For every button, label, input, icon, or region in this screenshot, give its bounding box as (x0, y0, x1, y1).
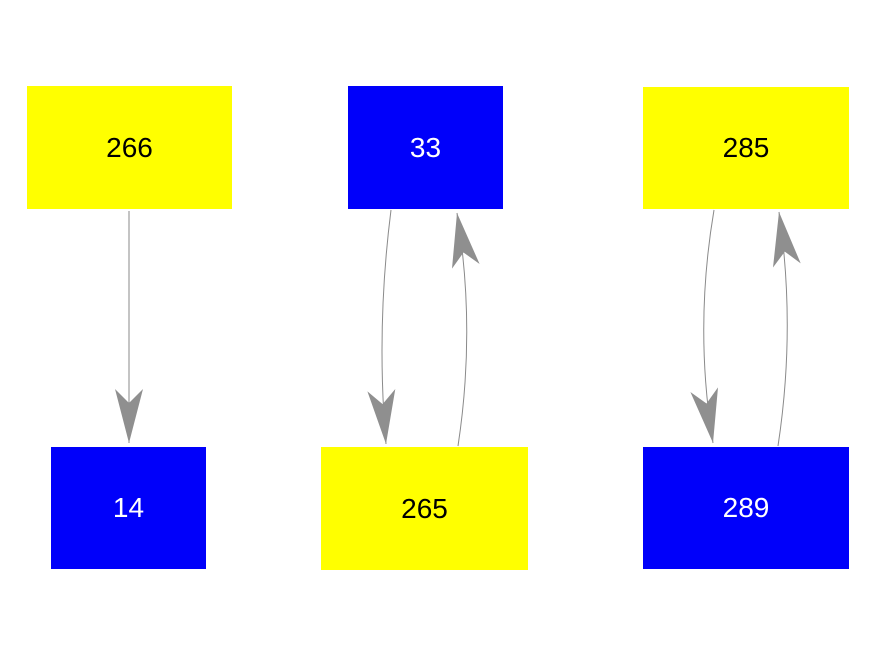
node-14: 14 (51, 447, 206, 569)
arrowhead-266-14 (115, 389, 143, 443)
node-label-265: 265 (401, 492, 448, 524)
node-33: 33 (348, 86, 503, 209)
node-label-289: 289 (722, 492, 770, 523)
arrowhead-285-289 (690, 387, 718, 443)
node-label-33: 33 (409, 131, 442, 163)
arrowhead-265-33 (452, 213, 480, 269)
arrowhead-33-265 (367, 389, 396, 444)
node-265: 265 (321, 447, 528, 570)
node-289: 289 (643, 447, 849, 569)
node-266: 266 (27, 86, 232, 209)
node-label-285: 285 (722, 132, 770, 163)
arrowhead-289-285 (773, 212, 801, 268)
node-label-14: 14 (112, 492, 145, 523)
node-label-266: 266 (106, 131, 153, 163)
node-285: 285 (643, 87, 849, 209)
